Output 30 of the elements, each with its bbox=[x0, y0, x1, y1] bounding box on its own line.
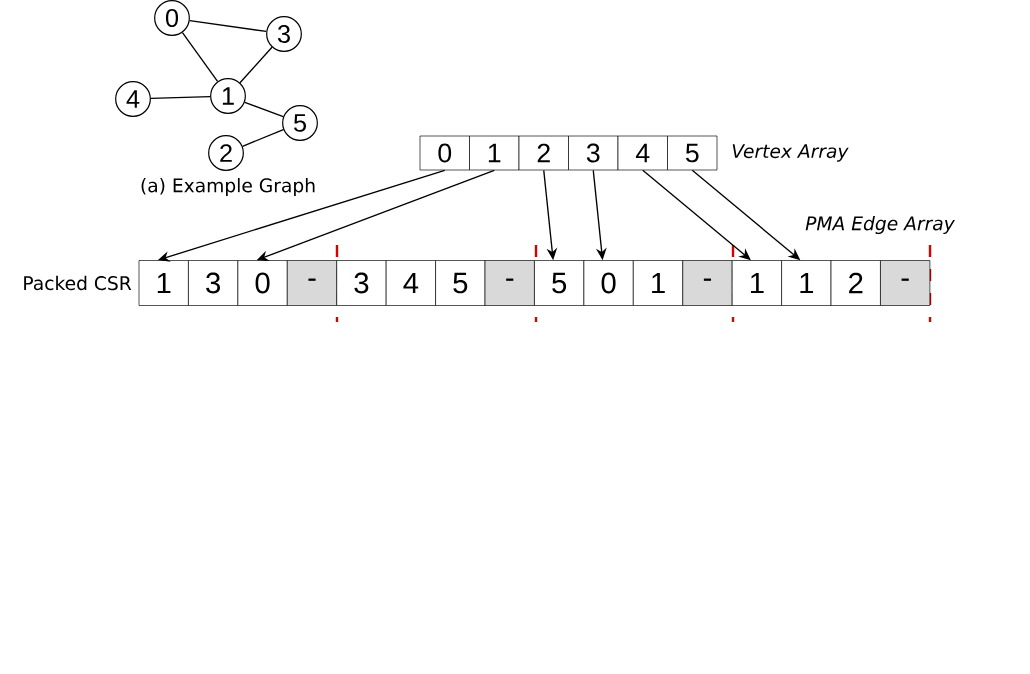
graph-edge bbox=[241, 129, 285, 147]
graph-edge bbox=[181, 31, 219, 83]
array-title: PMA Edge Array bbox=[805, 215, 955, 235]
array-cell: 1 bbox=[781, 260, 832, 306]
array-cell: 3 bbox=[336, 260, 387, 306]
array-cell: 2 bbox=[518, 135, 569, 171]
graph-edge bbox=[244, 101, 284, 118]
array-cell: 0 bbox=[583, 260, 634, 306]
array-cell: 3 bbox=[568, 135, 619, 171]
array-cell: - bbox=[286, 260, 338, 306]
caption: (a) Example Graph bbox=[141, 177, 315, 197]
array-cell: - bbox=[484, 260, 535, 306]
array-cell: 5 bbox=[667, 135, 718, 171]
graph-edge bbox=[189, 19, 267, 33]
array-cell: 1 bbox=[731, 260, 782, 306]
array-cell: - bbox=[682, 260, 733, 306]
array-cell: - bbox=[880, 260, 931, 306]
array-cell: 2 bbox=[830, 260, 881, 306]
array-cell: 1 bbox=[138, 260, 189, 306]
graph-edge bbox=[239, 46, 273, 84]
array-cell: 1 bbox=[469, 135, 520, 171]
array-cell: 4 bbox=[385, 260, 436, 306]
array-cell: 1 bbox=[632, 260, 684, 306]
array-cell: 5 bbox=[435, 260, 486, 306]
array-cell: 0 bbox=[419, 135, 470, 171]
graph-edge bbox=[150, 95, 211, 100]
array-cell: 3 bbox=[188, 260, 239, 306]
array-cell: 0 bbox=[237, 260, 288, 306]
array-cell: 4 bbox=[617, 135, 668, 171]
array-cell: 5 bbox=[534, 260, 585, 306]
